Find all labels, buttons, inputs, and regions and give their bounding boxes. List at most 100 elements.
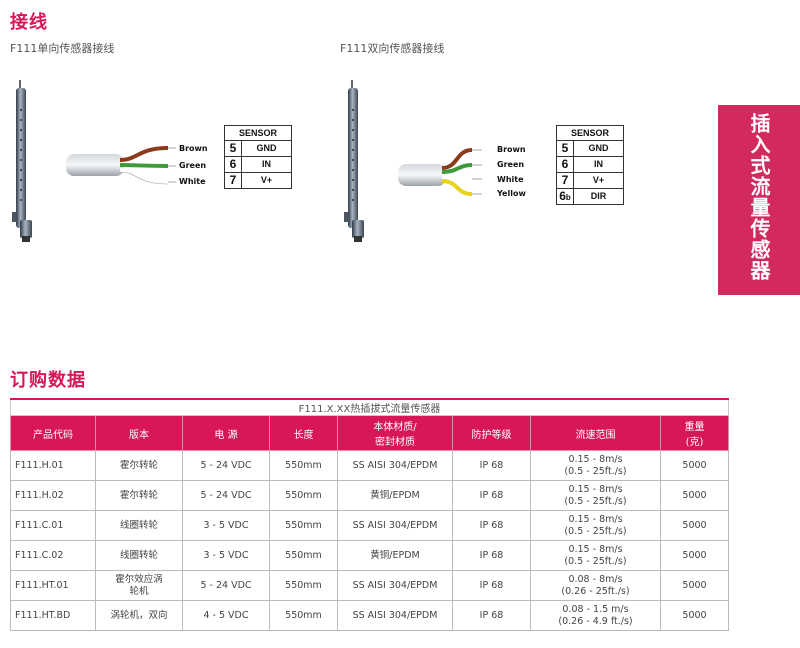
table-cell: 5 - 24 VDC xyxy=(182,480,270,511)
right-sensor-terminal-table: SENSOR 5 GND 6 IN 7 V+ 6b DIR xyxy=(556,125,624,205)
table-cell: 5 - 24 VDC xyxy=(182,570,270,601)
table-cell: 0.15 - 8m/s(0.5 - 25ft./s) xyxy=(530,510,661,541)
table-header-cell: 产品代码 xyxy=(10,415,96,451)
wire-label-yellow: Yellow xyxy=(497,189,526,198)
section-title-ordering: 订购数据 xyxy=(10,370,86,391)
table-cell: 550mm xyxy=(269,570,338,601)
table-cell: 5000 xyxy=(660,510,729,541)
table-cell: 3 - 5 VDC xyxy=(182,540,270,571)
right-sensor-wiring-illustration xyxy=(344,80,482,242)
table-cell: 550mm xyxy=(269,480,338,511)
wire-label-white: White xyxy=(179,177,206,186)
table-cell: 0.15 - 8m/s(0.5 - 25ft./s) xyxy=(530,480,661,511)
table-cell: 霍尔效应涡轮机 xyxy=(95,570,183,601)
wire-label-brown: Brown xyxy=(179,144,208,153)
table-cell: 黄铜/EPDM xyxy=(337,480,453,511)
table-cell: 550mm xyxy=(269,600,338,631)
wire-label-brown: Brown xyxy=(497,145,526,154)
table-cell: F111.H.01 xyxy=(10,450,96,481)
table-cell: 550mm xyxy=(269,510,338,541)
terminal-label: DIR xyxy=(590,191,607,201)
table-header-cell: 流速范围 xyxy=(530,415,661,451)
sensor-row: 6 IN xyxy=(557,157,623,173)
terminal-number: 7 xyxy=(225,173,242,188)
table-cell: 5000 xyxy=(660,570,729,601)
table-cell: F111.C.02 xyxy=(10,540,96,571)
terminal-label: GND xyxy=(256,143,277,153)
terminal-number: 5 xyxy=(225,141,242,156)
terminal-number: 6 xyxy=(557,157,574,172)
wire-label-green: Green xyxy=(497,160,525,169)
terminal-label: V+ xyxy=(260,175,273,185)
sensor-title: SENSOR xyxy=(557,126,623,141)
table-cell: 0.08 - 8m/s(0.26 - 25ft./s) xyxy=(530,570,661,601)
table-cell: 0.08 - 1.5 m/s(0.26 - 4.9 ft./s) xyxy=(530,600,661,631)
terminal-number: 5 xyxy=(557,141,574,156)
wire-label-green: Green xyxy=(179,161,207,170)
table-cell: 霍尔转轮 xyxy=(95,450,183,481)
sensor-title: SENSOR xyxy=(225,126,291,141)
terminal-label: V+ xyxy=(592,175,605,185)
table-cell: 5000 xyxy=(660,450,729,481)
terminal-number-main: 6 xyxy=(559,189,566,203)
table-header-cell: 版本 xyxy=(95,415,183,451)
table-cell: 0.15 - 8m/s(0.5 - 25ft./s) xyxy=(530,450,661,481)
table-cell: 4 - 5 VDC xyxy=(182,600,270,631)
sensor-row: 6 IN xyxy=(225,157,291,173)
table-header-cell: 防护等级 xyxy=(452,415,531,451)
table-cell: 0.15 - 8m/s(0.5 - 25ft./s) xyxy=(530,540,661,571)
terminal-label: IN xyxy=(594,159,603,169)
left-sensor-terminal-table: SENSOR 5 GND 6 IN 7 V+ xyxy=(224,125,292,189)
left-sensor-wiring-illustration xyxy=(12,80,176,242)
table-caption: F111.X.XX热插拔式流量传感器 xyxy=(10,398,729,416)
table-cell: SS AISI 304/EPDM xyxy=(337,510,453,541)
table-header-row: 产品代码版本电 源长度本体材质/密封材质防护等级流速范围重量(克) xyxy=(10,415,729,451)
sensor-row: 5 GND xyxy=(225,141,291,157)
table-header-cell: 本体材质/密封材质 xyxy=(337,415,453,451)
terminal-number-sub: b xyxy=(565,193,571,202)
terminal-number: 6b xyxy=(557,189,574,204)
terminal-number: 7 xyxy=(557,173,574,188)
table-header-cell: 重量(克) xyxy=(660,415,729,451)
table-cell: 5000 xyxy=(660,600,729,631)
sensor-row: 6b DIR xyxy=(557,189,623,204)
ordering-table: F111.X.XX热插拔式流量传感器 产品代码版本电 源长度本体材质/密封材质防… xyxy=(10,398,729,631)
terminal-label: GND xyxy=(588,143,609,153)
table-cell: 550mm xyxy=(269,540,338,571)
table-cell: 5000 xyxy=(660,480,729,511)
table-cell: IP 68 xyxy=(452,540,531,571)
side-category-tab: 插入式流量传感器 xyxy=(718,105,800,295)
right-diagram-caption: F111双向传感器接线 xyxy=(340,42,445,55)
table-cell: 线圈转轮 xyxy=(95,540,183,571)
sensor-row: 7 V+ xyxy=(225,173,291,188)
table-cell: F111.H.02 xyxy=(10,480,96,511)
table-cell: 550mm xyxy=(269,450,338,481)
table-cell: 涡轮机，双向 xyxy=(95,600,183,631)
terminal-label: IN xyxy=(262,159,271,169)
table-header-cell: 电 源 xyxy=(182,415,270,451)
sensor-row: 5 GND xyxy=(557,141,623,157)
table-cell: 5000 xyxy=(660,540,729,571)
terminal-number: 6 xyxy=(225,157,242,172)
table-cell: 5 - 24 VDC xyxy=(182,450,270,481)
table-cell: 线圈转轮 xyxy=(95,510,183,541)
table-cell: 霍尔转轮 xyxy=(95,480,183,511)
sensor-row: 7 V+ xyxy=(557,173,623,189)
side-category-label: 插入式流量传感器 xyxy=(747,113,771,281)
table-cell: IP 68 xyxy=(452,570,531,601)
table-cell: F111.C.01 xyxy=(10,510,96,541)
left-diagram-caption: F111单向传感器接线 xyxy=(10,42,115,55)
table-cell: IP 68 xyxy=(452,600,531,631)
table-cell: F111.HT.BD xyxy=(10,600,96,631)
table-cell: SS AISI 304/EPDM xyxy=(337,600,453,631)
table-cell: 3 - 5 VDC xyxy=(182,510,270,541)
table-cell: SS AISI 304/EPDM xyxy=(337,450,453,481)
section-title-wiring: 接线 xyxy=(10,12,48,33)
